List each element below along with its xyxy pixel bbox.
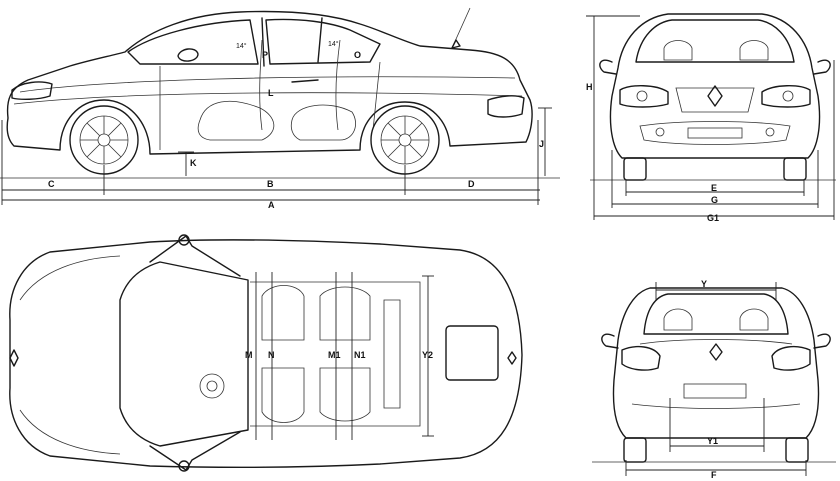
angle-front: 14° bbox=[236, 42, 247, 50]
angle-rear: 14° bbox=[328, 40, 339, 48]
front-view bbox=[586, 13, 836, 220]
rear-view bbox=[592, 282, 836, 476]
label-O: O bbox=[354, 50, 361, 60]
label-Y1: Y1 bbox=[707, 436, 718, 446]
label-N1: N1 bbox=[354, 350, 366, 360]
top-view bbox=[9, 234, 523, 472]
label-Y: Y bbox=[701, 279, 707, 289]
label-E: E bbox=[711, 183, 717, 193]
label-C: C bbox=[48, 179, 55, 189]
label-G1: G1 bbox=[707, 213, 719, 223]
label-B: B bbox=[267, 179, 274, 189]
label-J: J bbox=[539, 139, 544, 149]
label-N: N bbox=[268, 350, 275, 360]
label-L: L bbox=[268, 88, 274, 98]
label-K: K bbox=[190, 158, 197, 168]
label-A: A bbox=[268, 200, 275, 210]
label-M1: M1 bbox=[328, 350, 341, 360]
label-P: P bbox=[262, 50, 268, 60]
label-Y2: Y2 bbox=[422, 350, 433, 360]
label-M: M bbox=[245, 350, 253, 360]
side-view bbox=[0, 7, 560, 205]
label-G: G bbox=[711, 195, 718, 205]
label-H: H bbox=[586, 82, 593, 92]
label-F: F bbox=[711, 470, 717, 480]
label-D: D bbox=[468, 179, 475, 189]
